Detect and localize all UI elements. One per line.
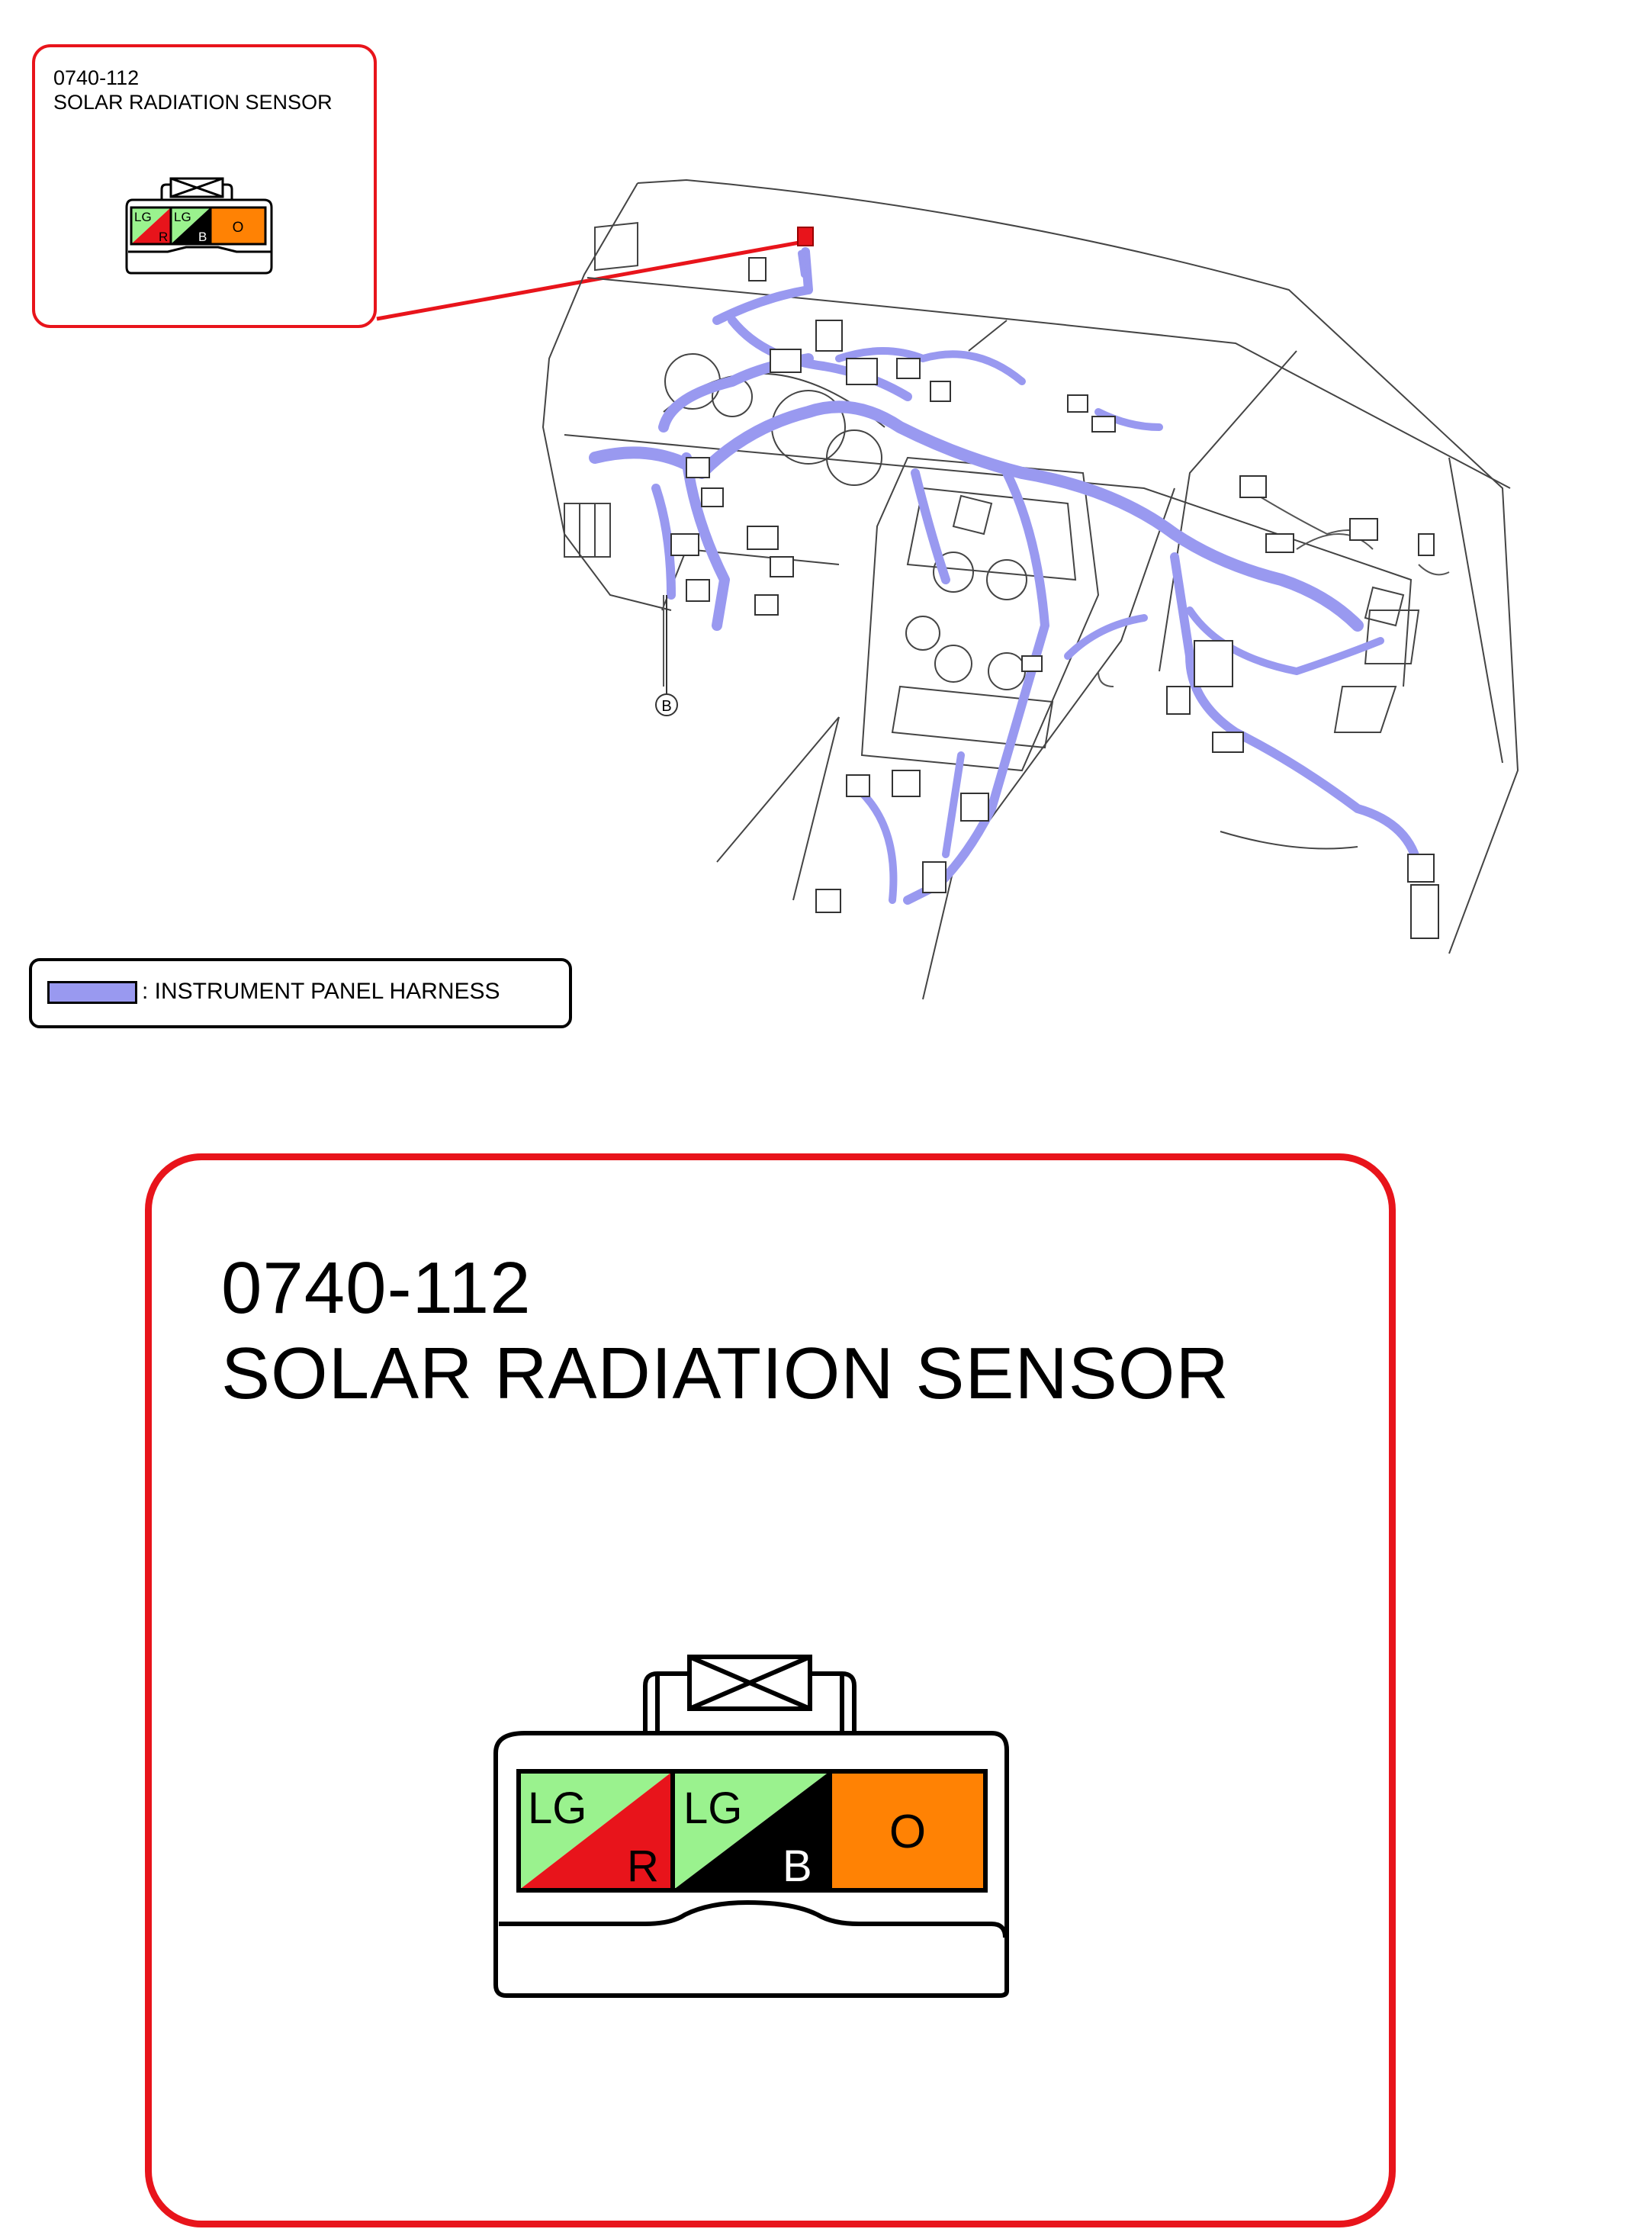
large-callout-frame bbox=[145, 1153, 1396, 2227]
small-connector-icon: LG R LG B O bbox=[125, 177, 273, 275]
large-callout-code: 0740-112 bbox=[221, 1247, 532, 1329]
small-callout-name: SOLAR RADIATION SENSOR bbox=[53, 91, 333, 114]
large-pin-2-top-code: LG bbox=[683, 1784, 742, 1833]
small-pin-2: LG B bbox=[171, 207, 211, 244]
small-connector-latch bbox=[160, 177, 233, 201]
legend-swatch bbox=[47, 981, 137, 1004]
large-pin-2-bottom-code: B bbox=[783, 1841, 812, 1891]
small-pin-1-top-code: LG bbox=[134, 210, 152, 224]
large-callout-name: SOLAR RADIATION SENSOR bbox=[221, 1333, 1229, 1414]
small-pin-2-bottom-code: B bbox=[198, 230, 207, 244]
large-pin-2: LG B bbox=[673, 1771, 830, 1891]
large-connector-latch bbox=[643, 1655, 857, 1735]
ground-point-label: B bbox=[661, 698, 671, 715]
large-pin-1-top-code: LG bbox=[528, 1784, 587, 1833]
large-pin-1: LG R bbox=[519, 1771, 673, 1891]
small-pin-1: LG R bbox=[131, 207, 171, 244]
small-pin-2-top-code: LG bbox=[174, 210, 191, 224]
small-pin-1-bottom-code: R bbox=[159, 230, 168, 244]
small-callout-code: 0740-112 bbox=[53, 66, 140, 89]
harness-connectors bbox=[670, 257, 1439, 939]
large-connector-icon: LG R LG B O bbox=[493, 1655, 1009, 1998]
small-pin-3: O bbox=[211, 207, 265, 244]
instrument-panel-diagram: B bbox=[376, 179, 1519, 1000]
callout-leader-line bbox=[376, 240, 800, 321]
center-console bbox=[860, 456, 1100, 772]
large-pin-3: O bbox=[830, 1771, 985, 1890]
large-pin-3-code: O bbox=[889, 1806, 926, 1858]
legend-frame bbox=[29, 958, 572, 1028]
large-connector-ridge bbox=[499, 1899, 1008, 1938]
large-pin-1-bottom-code: R bbox=[627, 1841, 659, 1891]
small-pin-3-code: O bbox=[233, 220, 244, 236]
legend-text: : INSTRUMENT PANEL HARNESS bbox=[142, 979, 500, 1004]
solar-radiation-sensor-location bbox=[797, 227, 814, 246]
ground-point-marker bbox=[655, 693, 678, 716]
small-callout-frame bbox=[32, 44, 377, 328]
instrument-panel-harness bbox=[589, 247, 1423, 905]
